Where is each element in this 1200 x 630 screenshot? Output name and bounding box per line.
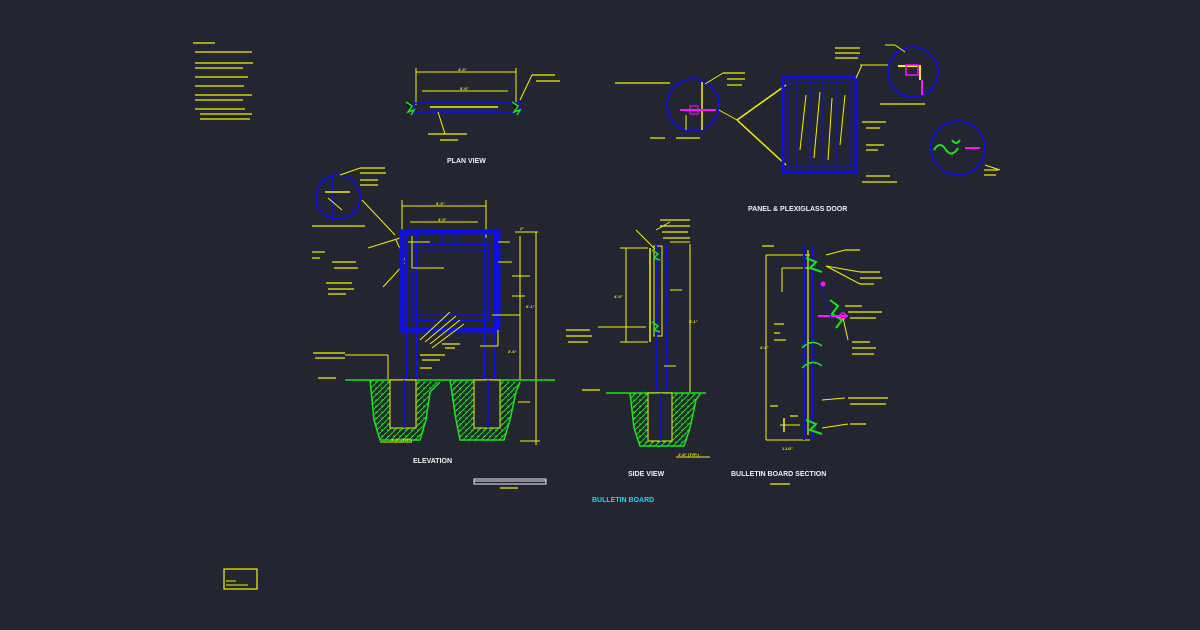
side-height2-dim: 5'-1"	[689, 319, 698, 324]
side-height-dim: 4'-0"	[614, 294, 623, 299]
drawing-title: BULLETIN BOARD	[592, 497, 654, 504]
elev-footing-dim: 1'-0" (TYP.)	[391, 437, 412, 442]
plan-view: 4'-0" 3'-6" PLAN VIEW	[405, 67, 560, 165]
side-view-title: SIDE VIEW	[628, 471, 665, 478]
panel-plexiglass-door: PANEL & PLEXIGLASS DOOR	[615, 44, 1001, 213]
plan-overall-dim: 4'-0"	[458, 67, 467, 72]
side-view: 4'-0" 5'-1" 1'-8" (TYP.) SIDE VIEW	[566, 219, 710, 478]
elevation-view: 3'-9" 3'-0" 2" 6'-1" 2'-6"	[312, 167, 555, 465]
plan-view-title: PLAN VIEW	[447, 158, 486, 165]
scale-bar	[473, 478, 547, 489]
elev-post-dim: 2'-6"	[508, 349, 517, 354]
elev-inner-dim: 3'-0"	[438, 217, 447, 222]
elev-overall-dim: 3'-9"	[436, 201, 445, 206]
general-notes	[193, 42, 253, 120]
section-height-dim: 4'-5"	[760, 345, 769, 350]
panel-view-title: PANEL & PLEXIGLASS DOOR	[748, 206, 847, 213]
plan-inner-dim: 3'-6"	[460, 86, 469, 91]
title-block	[223, 568, 258, 590]
elev-height-dim: 6'-1"	[526, 304, 535, 309]
elevation-title: ELEVATION	[413, 458, 452, 465]
bulletin-board-section: 4'-5" 1-1/2"	[731, 245, 888, 485]
elev-top-dim: 2"	[520, 226, 524, 231]
section-title: BULLETIN BOARD SECTION	[731, 471, 826, 478]
side-footing-dim: 1'-8" (TYP.)	[678, 452, 699, 457]
section-bottom-dim: 1-1/2"	[782, 446, 793, 451]
